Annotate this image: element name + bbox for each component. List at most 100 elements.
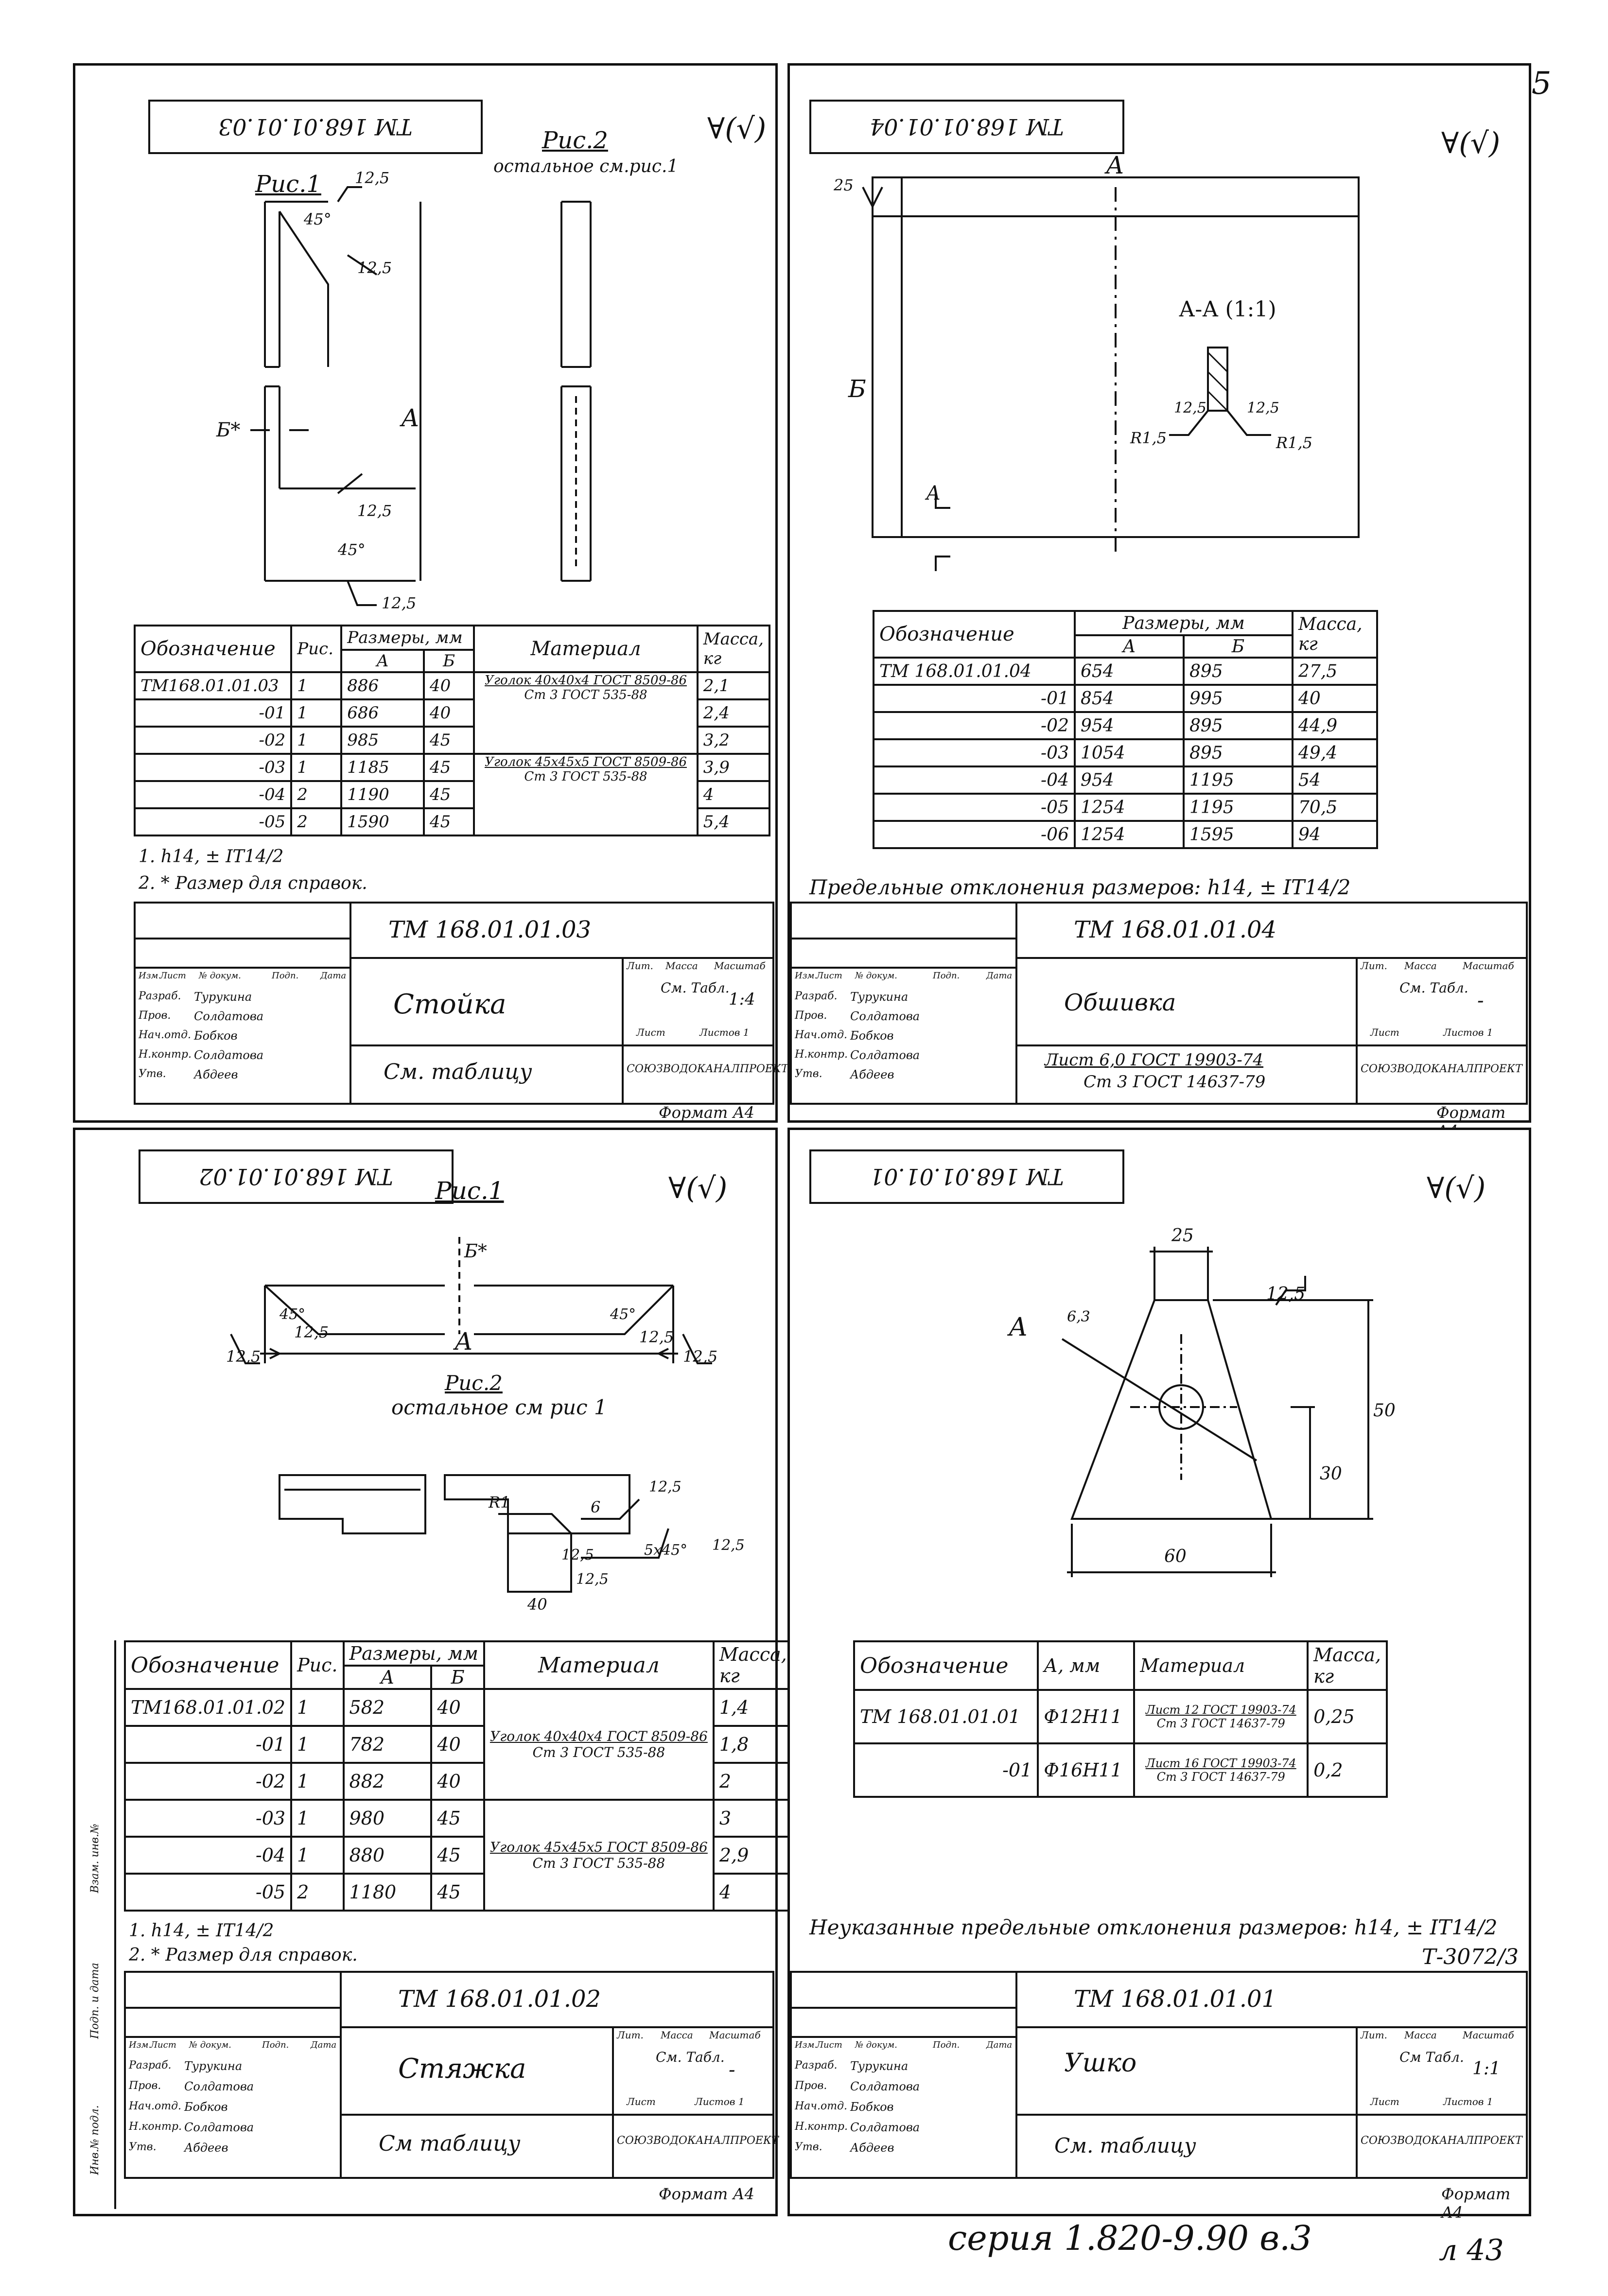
tb-person-4: Абдеев (184, 2141, 228, 2155)
tb-role-0: Разраб. (139, 990, 181, 1002)
col-designation: Обозначение (873, 610, 1076, 659)
tb-role-2: Нач.отд. (139, 1029, 192, 1041)
material-top: Уголок 40х40х4 ГОСТ 8509-86 (485, 673, 687, 688)
tb-scale: - (1477, 990, 1484, 1012)
tb-sheet-ref: См. Табл. (661, 980, 730, 996)
tolerance-note: Предельные отклонения размеров: h14, ± I… (809, 875, 1351, 899)
side-stamp: Инв.№ подл. Подп. и дата Взам. инв.№ (85, 1640, 116, 2209)
note-1: 1. h14, ± IT14/2 (139, 847, 284, 867)
dim-h30: 30 (1320, 1464, 1342, 1484)
tb-person-1: Солдатова (194, 1009, 264, 1023)
sheet-styazhka: ТМ 168.01.01.02 ∀(√) Рис.1 Б* 45° 45° 12… (73, 1128, 794, 2216)
material-bottom: Ст 3 ГОСТ 14637-79 (1156, 1770, 1285, 1784)
archive-stamp: Т-3072/3 (1422, 1945, 1519, 1969)
dim-rr2: R1,5 (1276, 434, 1312, 452)
tb-person-2: Бобков (184, 2100, 228, 2114)
dim-r3: 12,5 (639, 1328, 674, 1346)
tb-mass: Масса (1404, 2029, 1437, 2041)
tb-person-3: Солдатова (850, 1048, 920, 1062)
format-label: Формат А4 (659, 1103, 755, 1122)
fig2-note: остальное см.рис.1 (493, 157, 679, 176)
tb-role-2: Нач.отд. (129, 2100, 182, 2112)
series-label: серия 1.820-9.90 в.3 (948, 2218, 1312, 2258)
material-bottom: Ст 3 ГОСТ 535-88 (524, 688, 647, 702)
tb-role-1: Пров. (795, 2080, 827, 2092)
roughness-mark: ∀(√) (707, 112, 767, 146)
dim-r8: 12,5 (576, 1571, 609, 1588)
tb-izm: Изм. (795, 2040, 818, 2050)
tb-mass: Масса (665, 960, 698, 972)
dim-a: А (1106, 151, 1124, 179)
tb-person-4: Абдеев (850, 2141, 894, 2155)
material-bottom: Ст 3 ГОСТ 14637-79 (1156, 1717, 1285, 1730)
tb-code: ТМ 168.01.01.04 (1074, 916, 1277, 943)
tb-code: ТМ 168.01.01.01 (1074, 1985, 1277, 2013)
tb-sheet-ref: См Табл. (1399, 2049, 1464, 2065)
tb-person-4: Абдеев (194, 1068, 238, 1081)
fig1-label: Рис.1 (255, 171, 321, 198)
tb-sign: Подп. (262, 2040, 289, 2050)
dim-angle: 45° (280, 1306, 306, 1323)
dim-angle-b: 45° (610, 1306, 636, 1323)
stoyka-drawing (250, 186, 592, 606)
dim-r2: 12,5 (226, 1347, 261, 1366)
tb-person-2: Бобков (850, 2100, 894, 2114)
ushko-drawing (1061, 1247, 1373, 1577)
tb-role-3: Н.контр. (795, 1048, 848, 1061)
styazhka-spec-table: Обозначение Рис. Размеры, мм Материал Ма… (123, 1640, 794, 1912)
tb-material: См. таблицу (1054, 2134, 1196, 2157)
dim-r2: 12,5 (1247, 400, 1279, 417)
dim-r5: 12,5 (649, 1478, 682, 1496)
tb-mass: Масса (661, 2029, 693, 2041)
col-fig: Рис. (290, 625, 343, 673)
tb-list: Лист (816, 2040, 842, 2050)
tb-sheets: Листов 1 (695, 2096, 745, 2107)
tb-scale-label: Масштаб (709, 2029, 761, 2041)
tb-name: Стяжка (398, 2053, 526, 2085)
material-top: Уголок 45х45х5 ГОСТ 8509-86 (485, 755, 687, 769)
roughness-mark: ∀(√) (668, 1171, 728, 1205)
col-b: Б (430, 1665, 485, 1690)
dim-angle: 45° (304, 210, 332, 228)
tb-lit: Лит. (617, 2029, 644, 2041)
tb-name: Ушко (1064, 2049, 1137, 2078)
dim-r1: 12,5 (294, 1323, 329, 1341)
dim-angle-b: 45° (338, 540, 366, 559)
stoyka-spec-table: Обозначение Рис. Размеры, мм Материал Ма… (133, 625, 771, 836)
side-stamp-0: Инв.№ подл. (89, 2105, 101, 2175)
col-material: Материал (1133, 1640, 1309, 1691)
dim-b: Б (848, 375, 866, 403)
tb-izm: Изм. (129, 2040, 152, 2050)
dim-r63: 6,3 (1067, 1308, 1090, 1325)
dim-r1: 12,5 (1174, 400, 1206, 417)
tb-sign: Подп. (272, 971, 299, 981)
fig1-label: Рис.1 (435, 1177, 504, 1205)
tb-person-0: Турукина (184, 2059, 243, 2073)
tb-sheet: Лист (627, 2096, 656, 2107)
dim-a: А (1009, 1313, 1028, 1342)
tb-sheet-ref: См. Табл. (1399, 980, 1468, 996)
sheet-ushko: ТМ 168.01.01.01 ∀(√) А 6,3 25 12,5 50 30… (787, 1128, 1531, 2222)
tb-person-3: Солдатова (194, 1048, 264, 1062)
tb-scale-label: Масштаб (1463, 2029, 1514, 2041)
col-mass: Масса, кг (696, 625, 771, 673)
dim-b: Б* (464, 1240, 487, 1262)
tb-person-2: Бобков (194, 1029, 238, 1043)
fig2-label: Рис.2 (542, 127, 608, 154)
tb-code: ТМ 168.01.01.02 (398, 1985, 601, 2013)
col-designation: Обозначение (853, 1640, 1039, 1691)
tb-material-1: Лист 6,0 ГОСТ 19903-74 (1045, 1050, 1264, 1070)
tb-sheets: Листов 1 (1443, 2096, 1493, 2107)
tb-role-0: Разраб. (795, 990, 838, 1002)
